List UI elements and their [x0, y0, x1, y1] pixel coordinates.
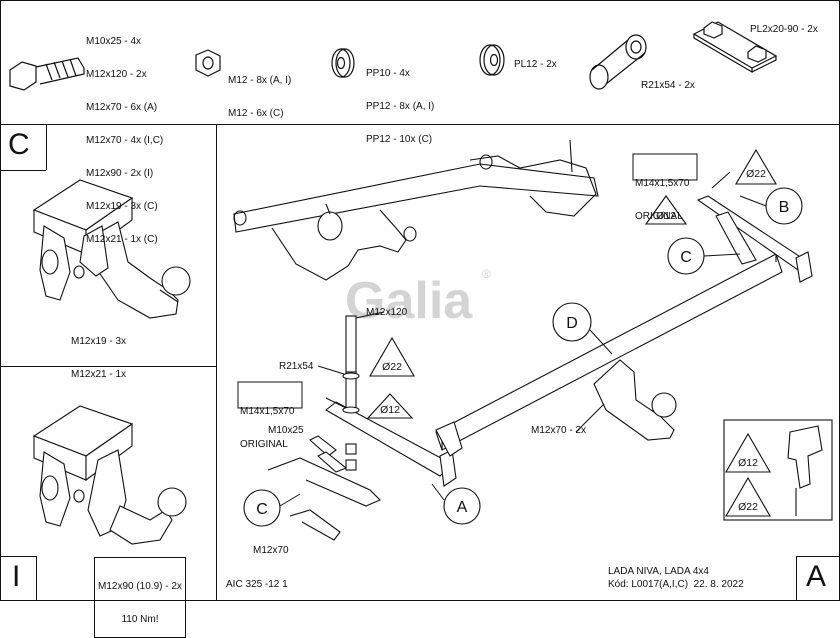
corner-i-divider-h [0, 556, 36, 557]
m10x25-label: M10x25 [268, 425, 304, 436]
bolt-list: M10x25 - 4x M12x120 - 2x M12x70 - 6x (A)… [86, 14, 163, 256]
m14-right-label: M14x1,5x70 ORIGINAL [635, 156, 689, 233]
drill-d22-text: Ø22 [738, 501, 758, 513]
panel-i-bolt: M12x90 (10.9) - 2x 110 Nm! [94, 557, 186, 638]
panel-c-bolts: M12x19 - 3x M12x21 - 1x [71, 314, 126, 391]
m14-right-line-1: M14x1,5x70 [635, 178, 690, 189]
m14-left-line-2: ORIGINAL [240, 439, 288, 450]
corner-c-divider-h [0, 170, 46, 171]
towbar-drawing [267, 195, 813, 541]
nut-line-1: M12 - 8x (A, I) [228, 75, 292, 86]
bolt-line-7: M12x21 - 1x (C) [86, 234, 158, 245]
triangle-d12-left [366, 393, 414, 419]
panel-i-bolt-1: M12x90 (10.9) - 2x [98, 581, 182, 592]
bolt-line-3: M12x70 - 6x (A) [86, 102, 158, 113]
m14-left-label: M14x1,5x70 ORIGINAL [240, 384, 294, 461]
vehicle-mount-drawing [233, 139, 599, 281]
original-box-left [237, 381, 303, 409]
corner-a-divider-h [796, 556, 840, 557]
kod-line: Kód: L0017(A,I,C) 22. 8. 2022 [608, 579, 744, 590]
washer-list: PP10 - 4x PP12 - 8x (A, I) PP12 - 10x (C… [366, 46, 434, 156]
triangle-d12-right [644, 195, 688, 225]
d22-right-text: Ø22 [746, 168, 766, 180]
drawing-svg: Galia ® [9, 21, 833, 545]
corner-c-divider [46, 124, 47, 170]
plate-icon [692, 21, 778, 74]
callout-c-left [243, 489, 281, 527]
label-c-left: C [256, 501, 268, 518]
nut-line-2: M12 - 6x (C) [228, 108, 284, 119]
bolt-line-1: M10x25 - 4x [86, 36, 142, 47]
r21x54-label: R21x54 [279, 361, 314, 372]
panel-i-bolt-2: 110 Nm! [121, 614, 159, 625]
m14-left-line-1: M14x1,5x70 [240, 406, 295, 417]
panel-i-letter: I [12, 560, 21, 593]
bolt-line-5: M12x90 - 2x (I) [86, 168, 154, 179]
bolt-icon [9, 57, 85, 91]
corner-a-divider [796, 556, 797, 601]
original-box-right [632, 153, 698, 181]
triangle-d22-left [369, 336, 415, 377]
panel-c-bolt-2: M12x21 - 1x [71, 369, 127, 380]
d12-left-text: Ø12 [380, 404, 400, 416]
d22-left-text: Ø22 [382, 361, 402, 373]
vehicle-model: LADA NIVA, LADA 4x4 [608, 566, 709, 577]
bolt-line-2: M12x120 - 2x [86, 69, 147, 80]
label-b: B [779, 199, 790, 216]
washer-line-2: PP12 - 8x (A, I) [366, 101, 435, 112]
m12x70-right-label: M12x70 - 2x [531, 425, 587, 436]
panel-c-drawing [32, 179, 191, 319]
tube-icon [589, 34, 647, 90]
left-panel-divider [0, 366, 216, 367]
large-washer-icon [479, 44, 505, 76]
washer-icon [331, 48, 355, 78]
d12-right-text: Ø12 [656, 210, 676, 222]
panel-a-letter: A [806, 560, 827, 593]
m12x120-label: M12x120 [366, 307, 408, 318]
bolt-line-4: M12x70 - 4x (I,C) [86, 135, 164, 146]
drawing-code: AIC 325 -12 1 [226, 579, 288, 590]
drill-d12-text: Ø12 [738, 457, 758, 469]
m12x70-left-label: M12x70 [253, 545, 289, 556]
nut-icon [195, 49, 221, 77]
panel-c-letter: C [8, 128, 30, 161]
callout-a [443, 487, 481, 525]
bolt-line-6: M12x19 - 3x (C) [86, 201, 158, 212]
callout-d [552, 302, 592, 342]
label-d: D [566, 315, 578, 332]
header-divider [0, 124, 840, 125]
left-column-divider [216, 124, 217, 601]
galia-watermark: Galia [345, 272, 473, 330]
label-c-right: C [680, 249, 692, 266]
nut-list: M12 - 8x (A, I) M12 - 6x (C) [228, 53, 291, 130]
panel-c-bolt-1: M12x19 - 3x [71, 336, 127, 347]
plate-label: PL2x20-90 - 2x [750, 24, 818, 35]
large-washer-label: PL12 - 2x [514, 59, 557, 70]
panel-i-drawing [32, 405, 187, 545]
corner-i-divider [36, 556, 37, 601]
m14-right-line-2: ORIGINAL [635, 211, 683, 222]
svg-text:®: ® [482, 267, 491, 281]
tube-label: R21x54 - 2x [641, 80, 695, 91]
label-a: A [457, 499, 468, 516]
washer-line-3: PP12 - 10x (C) [366, 134, 433, 145]
triangle-d22-right [735, 148, 777, 185]
washer-line-1: PP10 - 4x [366, 68, 410, 79]
drill-inset [723, 419, 833, 521]
